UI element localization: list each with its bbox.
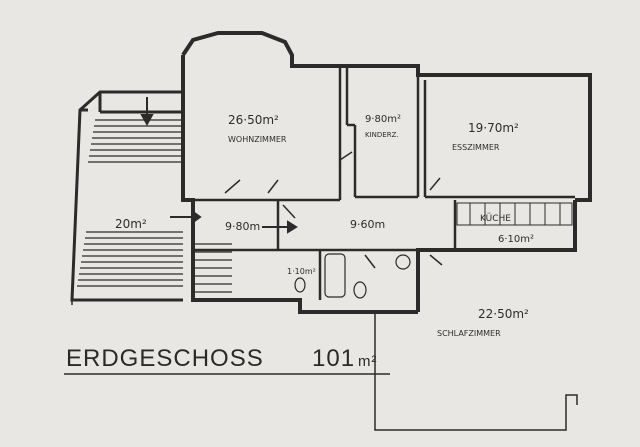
floor-title-group: ERDGESCHOSS 101 m² xyxy=(64,345,390,375)
bathroom-fixtures xyxy=(294,253,411,299)
kitchen-counter xyxy=(456,202,573,226)
room-area-wohnzimmer: 26·50m² xyxy=(228,113,279,127)
room-area-kueche: 6·10m² xyxy=(498,234,534,245)
room-area-diele: 9·80m xyxy=(225,220,260,233)
room-name-kinder: KINDERZ. xyxy=(365,131,399,139)
bathtub-icon xyxy=(324,253,346,298)
stair-treads xyxy=(77,119,232,293)
toilet-icon xyxy=(294,277,306,293)
terrace-outline xyxy=(71,300,578,431)
room-area-esszimmer: 19·70m² xyxy=(468,121,519,135)
floor-title: ERDGESCHOSS xyxy=(66,345,264,372)
room-area-flur: 9·60m xyxy=(350,218,385,231)
door-marks xyxy=(224,151,443,269)
room-area-schlafzimmer: 22·50m² xyxy=(478,307,529,321)
room-area-treppe: 20m² xyxy=(115,217,147,231)
room-name-esszimmer: ESSZIMMER xyxy=(452,143,500,152)
room-name-schlafzimmer: SCHLAFZIMMER xyxy=(437,329,501,338)
room-area-kinder: 9·80m² xyxy=(365,114,401,125)
entrance-arrow-icon xyxy=(140,97,298,234)
room-area-wc: 1·10m² xyxy=(287,267,316,276)
toilet-icon xyxy=(353,281,367,299)
stair-wing xyxy=(70,90,183,302)
floor-total-area: 101 xyxy=(312,345,355,372)
room-name-wohnzimmer: WOHNZIMMER xyxy=(228,135,287,144)
washbasin-icon xyxy=(395,254,411,270)
interior-walls xyxy=(193,66,575,300)
room-name-kueche: KÜCHE xyxy=(480,213,511,224)
floor-total-unit: m² xyxy=(358,353,378,370)
